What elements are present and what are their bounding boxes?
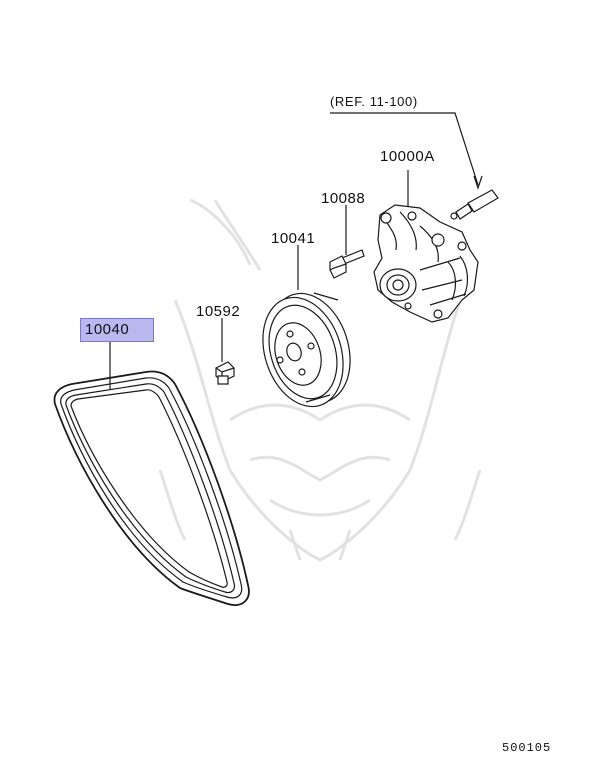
part-label-10040-highlighted[interactable]: 10040 (80, 318, 154, 342)
bolt-10088 (329, 205, 365, 279)
watermark-emblem (158, 198, 482, 562)
part-label-10592[interactable]: 10592 (196, 303, 241, 320)
pipe-fitting (450, 189, 499, 220)
power-steering-pump-10000A (373, 170, 479, 323)
pulley-10041 (262, 245, 351, 408)
reference-note: (REF. 11-100) (330, 94, 418, 109)
part-label-10088[interactable]: 10088 (321, 190, 366, 207)
part-label-10040: 10040 (85, 321, 130, 338)
figure-number: 500105 (502, 741, 552, 755)
bolt-10592 (215, 318, 235, 385)
part-label-10000A[interactable]: 10000A (380, 148, 435, 165)
drive-belt-10040 (53, 342, 250, 606)
reference-leader (330, 112, 483, 190)
part-label-10041[interactable]: 10041 (271, 230, 316, 247)
